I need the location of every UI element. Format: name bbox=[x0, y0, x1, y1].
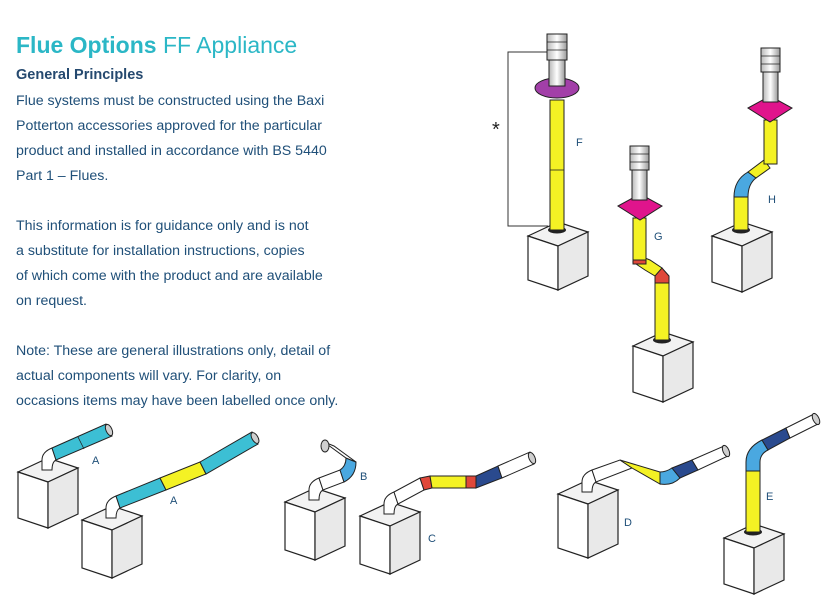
blue-bend bbox=[339, 457, 357, 483]
boiler-box-b bbox=[283, 487, 347, 561]
boiler-box-d bbox=[556, 479, 620, 559]
yellow-pipe bbox=[763, 119, 778, 165]
yellow-pipe bbox=[429, 475, 467, 489]
yellow-pipe bbox=[549, 99, 565, 231]
section-heading: General Principles bbox=[16, 67, 144, 83]
yellow-pipe bbox=[632, 217, 647, 261]
navy-pipe bbox=[475, 465, 503, 489]
navy-pipe bbox=[761, 427, 791, 451]
boiler-box-g bbox=[631, 331, 695, 403]
paragraph-guidance: This information is for guidance only an… bbox=[16, 214, 323, 314]
label-b: B bbox=[360, 471, 367, 483]
text-line: Potterton accessories approved for the p… bbox=[16, 118, 322, 134]
diagram-c: C bbox=[358, 451, 537, 575]
diagram-a-long: A bbox=[80, 431, 260, 579]
diagram-d: D bbox=[556, 444, 731, 559]
page-title: Flue Options FF Appliance bbox=[16, 32, 297, 59]
diagram-e: E bbox=[722, 412, 821, 595]
text-line: This information is for guidance only an… bbox=[16, 218, 309, 234]
label-a: A bbox=[170, 495, 178, 507]
text-line: a substitute for installation instructio… bbox=[16, 243, 305, 259]
label-a: A bbox=[92, 455, 100, 467]
flue-terminal bbox=[762, 71, 779, 103]
text-line: on request. bbox=[16, 293, 87, 309]
yellow-pipe bbox=[619, 459, 661, 485]
label-g: G bbox=[654, 231, 663, 243]
paragraph-note: Note: These are general illustrations on… bbox=[16, 339, 338, 414]
red-collar bbox=[465, 475, 477, 489]
boiler-box-h bbox=[710, 221, 774, 293]
cyan-pipe bbox=[51, 423, 113, 461]
diagram-h: H bbox=[710, 47, 793, 293]
height-bracket bbox=[507, 51, 548, 227]
boiler-box-e bbox=[722, 523, 786, 595]
label-d: D bbox=[624, 517, 632, 529]
asterisk-marker: * bbox=[492, 119, 500, 141]
yellow-pipe bbox=[159, 461, 207, 491]
label-f: F bbox=[576, 137, 583, 149]
cyan-pipe bbox=[115, 477, 167, 509]
flue-terminal bbox=[631, 169, 648, 201]
text-line: product and installed in accordance with… bbox=[16, 143, 327, 159]
diagram-b: B bbox=[283, 439, 367, 561]
boiler-box-a2 bbox=[80, 505, 144, 579]
yellow-pipe bbox=[733, 195, 749, 231]
flue-terminal bbox=[548, 59, 566, 87]
diagram-a-short: A bbox=[16, 423, 114, 529]
label-h: H bbox=[768, 194, 776, 206]
text-line: occasions items may have been labelled o… bbox=[16, 393, 339, 409]
label-e: E bbox=[766, 491, 773, 503]
yellow-pipe bbox=[745, 469, 761, 533]
text-line: of which come with the product and are a… bbox=[16, 268, 323, 284]
yellow-pipe bbox=[654, 281, 670, 341]
diagram-f: * F bbox=[492, 33, 590, 291]
text-line: actual components will vary. For clarity… bbox=[16, 368, 282, 384]
text-line: Note: These are general illustrations on… bbox=[16, 343, 331, 359]
text-line: Part 1 – Flues. bbox=[16, 168, 109, 184]
text-line: Flue systems must be constructed using t… bbox=[16, 93, 325, 109]
title-bold: Flue Options bbox=[16, 32, 157, 58]
cyan-pipe bbox=[199, 431, 259, 475]
title-light: FF Appliance bbox=[162, 32, 298, 58]
boiler-box-f bbox=[526, 221, 590, 291]
label-c: C bbox=[428, 533, 436, 545]
diagram-g: G bbox=[617, 145, 695, 403]
paragraph-principles: Flue systems must be constructed using t… bbox=[16, 89, 327, 189]
